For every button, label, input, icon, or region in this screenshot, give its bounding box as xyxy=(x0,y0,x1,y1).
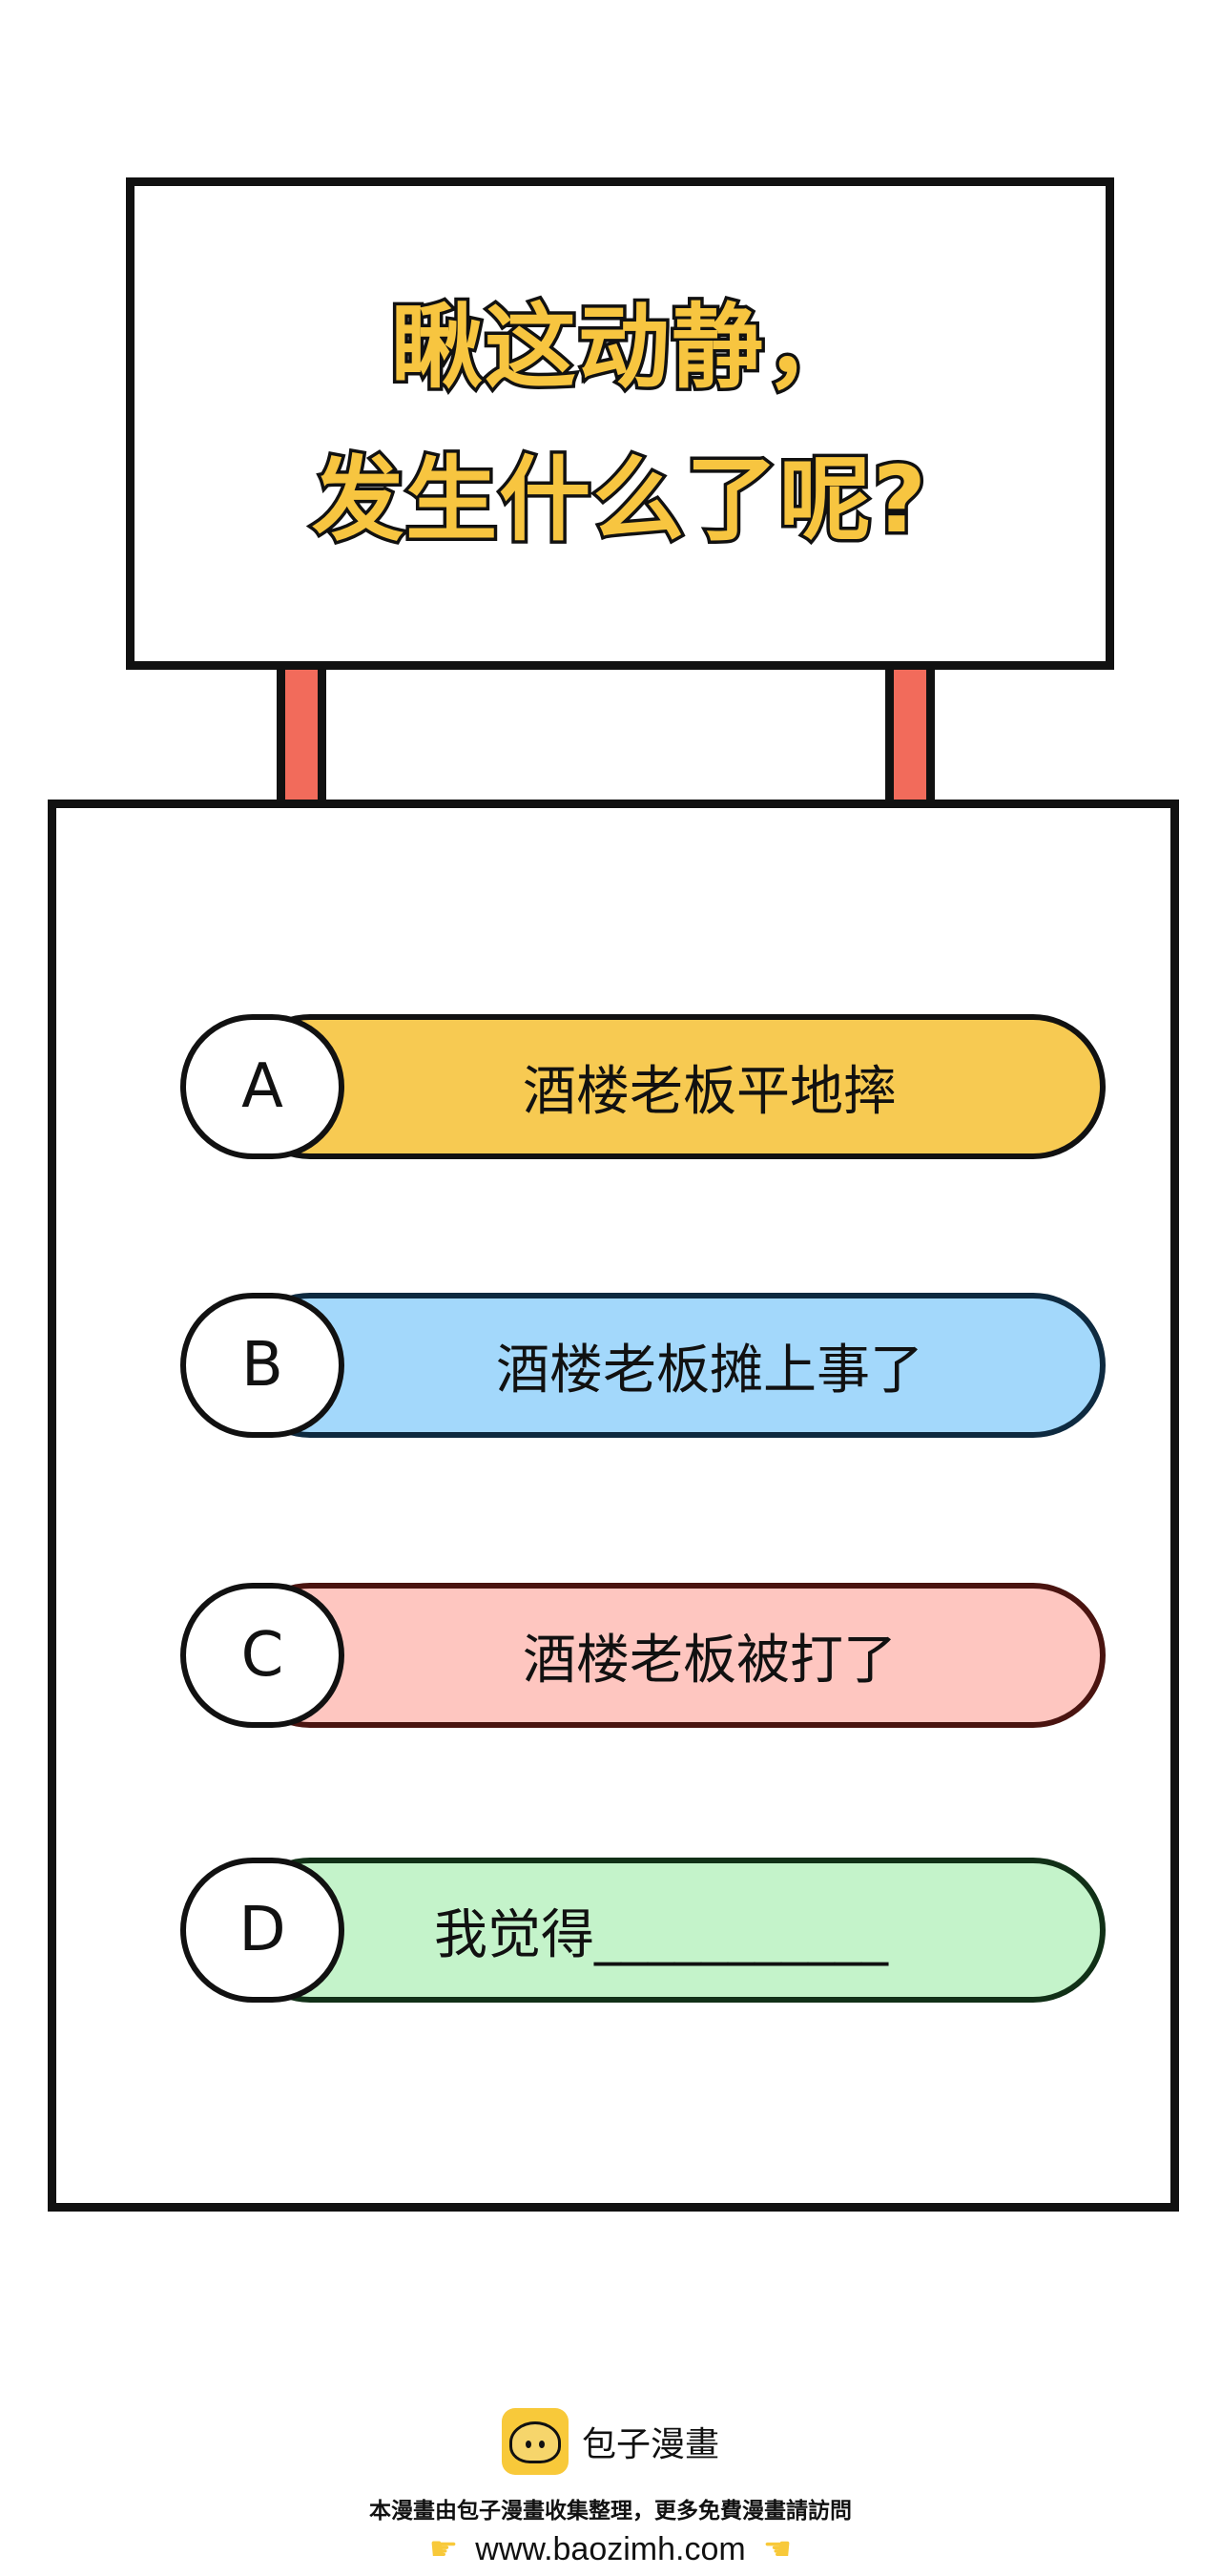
option-d-badge[interactable]: D xyxy=(180,1858,344,2003)
option-b[interactable]: 酒楼老板摊上事了 B xyxy=(180,1293,1106,1438)
brand-name: 包子漫畫 xyxy=(581,2425,719,2464)
option-a-bar[interactable]: 酒楼老板平地摔 xyxy=(238,1014,1106,1159)
option-c[interactable]: 酒楼老板被打了 C xyxy=(180,1583,1106,1728)
pointing-hand-icon: ☚ xyxy=(762,2530,793,2568)
footer: 包子漫畫 本漫畫由包子漫畫收集整理，更多免費漫畫請訪問 ☛ www.baozim… xyxy=(0,2404,1221,2576)
option-d-letter: D xyxy=(238,1895,286,1965)
option-b-letter: B xyxy=(241,1330,283,1401)
sign-board: 瞅这动静， 发生什么了呢? xyxy=(126,177,1114,670)
option-a-badge[interactable]: A xyxy=(180,1014,344,1159)
sign-title-line-1: 瞅这动静， xyxy=(388,294,860,401)
option-a[interactable]: 酒楼老板平地摔 A xyxy=(180,1014,1106,1159)
option-c-text: 酒楼老板被打了 xyxy=(523,1629,897,1692)
option-a-text: 酒楼老板平地摔 xyxy=(523,1060,897,1123)
sign-title-line-2: 发生什么了呢? xyxy=(309,447,930,553)
option-c-letter: C xyxy=(240,1620,284,1691)
footer-url-row: ☛ www.baozimh.com ☚ xyxy=(0,2530,1221,2568)
option-b-bar[interactable]: 酒楼老板摊上事了 xyxy=(238,1293,1106,1438)
option-a-letter: A xyxy=(241,1051,283,1122)
option-d-text: 我觉得___________ xyxy=(434,1903,888,1966)
footer-logo[interactable]: 包子漫畫 xyxy=(0,2408,1221,2475)
option-b-badge[interactable]: B xyxy=(180,1293,344,1438)
sign-post-left xyxy=(277,670,326,803)
footer-url-link[interactable]: www.baozimh.com xyxy=(475,2530,746,2567)
bun-icon xyxy=(501,2408,569,2475)
pointing-hand-icon: ☛ xyxy=(428,2530,459,2568)
footer-note: 本漫畫由包子漫畫收集整理，更多免費漫畫請訪問 xyxy=(369,2499,852,2524)
option-b-text: 酒楼老板摊上事了 xyxy=(496,1339,923,1402)
option-d-bar[interactable]: 我觉得___________ xyxy=(238,1858,1106,2003)
options-panel: 酒楼老板平地摔 A 酒楼老板摊上事了 B 酒楼老板被打了 C 我觉得______… xyxy=(48,800,1179,2212)
sign-post-right xyxy=(885,670,935,803)
option-d[interactable]: 我觉得___________ D xyxy=(180,1858,1106,2003)
option-c-badge[interactable]: C xyxy=(180,1583,344,1728)
option-c-bar[interactable]: 酒楼老板被打了 xyxy=(238,1583,1106,1728)
